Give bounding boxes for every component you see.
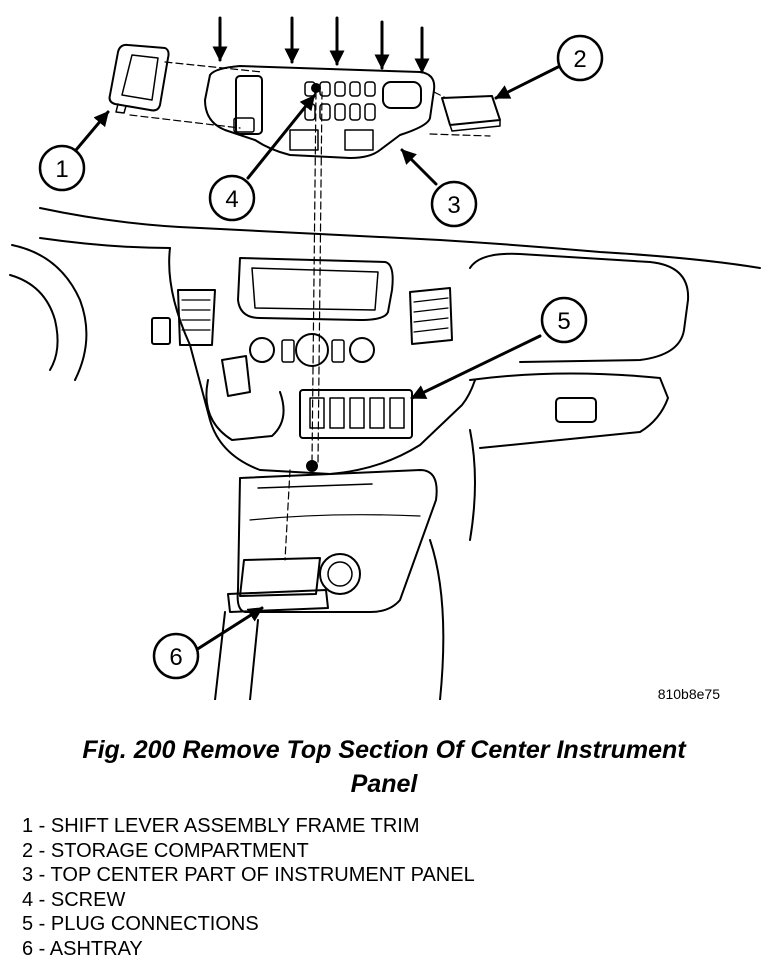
callout-6: 6	[152, 632, 200, 680]
legend-item: 4 - SCREW	[22, 888, 126, 911]
callout-numbers: 1 2 3 4 5 6	[38, 34, 604, 680]
instrument-panel-diagram: 1 2 3 4 5 6	[9, 16, 761, 700]
legend-item: 2 - STORAGE COMPARTMENT	[22, 839, 309, 862]
svg-text:4: 4	[225, 186, 238, 213]
svg-text:1: 1	[55, 156, 68, 183]
legend-item: 6 - ASHTRAY	[22, 937, 143, 960]
switch-bank	[304, 81, 376, 121]
legend-item: 5 - PLUG CONNECTIONS	[22, 913, 259, 936]
callout-2: 2	[556, 34, 604, 82]
legend-item: 1 - SHIFT LEVER ASSEMBLY FRAME TRIM	[22, 815, 420, 837]
storage-compartment	[441, 95, 501, 132]
plug-connectors	[309, 397, 405, 429]
svg-text:2: 2	[573, 46, 586, 73]
callout-5: 5	[540, 296, 588, 344]
top-center-panel	[204, 65, 436, 159]
exploded-lines	[129, 61, 491, 561]
callout-3: 3	[430, 180, 478, 228]
legend-item: 3 - TOP CENTER PART OF INSTRUMENT PANEL	[22, 864, 475, 887]
leader-arrows	[74, 64, 562, 652]
figure-caption: Fig. 200 Remove Top Section Of Center In…	[0, 733, 768, 801]
image-code: 810b8e75	[657, 686, 720, 702]
svg-text:6: 6	[169, 644, 182, 671]
svg-text:3: 3	[447, 192, 460, 219]
parts-legend: 1 - SHIFT LEVER ASSEMBLY FRAME TRIM 2 - …	[22, 814, 742, 962]
caption-line-2: Panel	[350, 770, 418, 798]
svg-text:5: 5	[557, 308, 570, 335]
callout-1: 1	[38, 144, 86, 192]
shift-lever-frame-trim	[108, 43, 170, 114]
ashtray	[227, 557, 329, 613]
screw-icon	[311, 83, 321, 93]
callout-4: 4	[208, 174, 256, 222]
removal-arrows	[212, 16, 430, 74]
caption-line-1: Fig. 200 Remove Top Section Of Center In…	[82, 736, 686, 764]
dashboard	[9, 207, 761, 700]
